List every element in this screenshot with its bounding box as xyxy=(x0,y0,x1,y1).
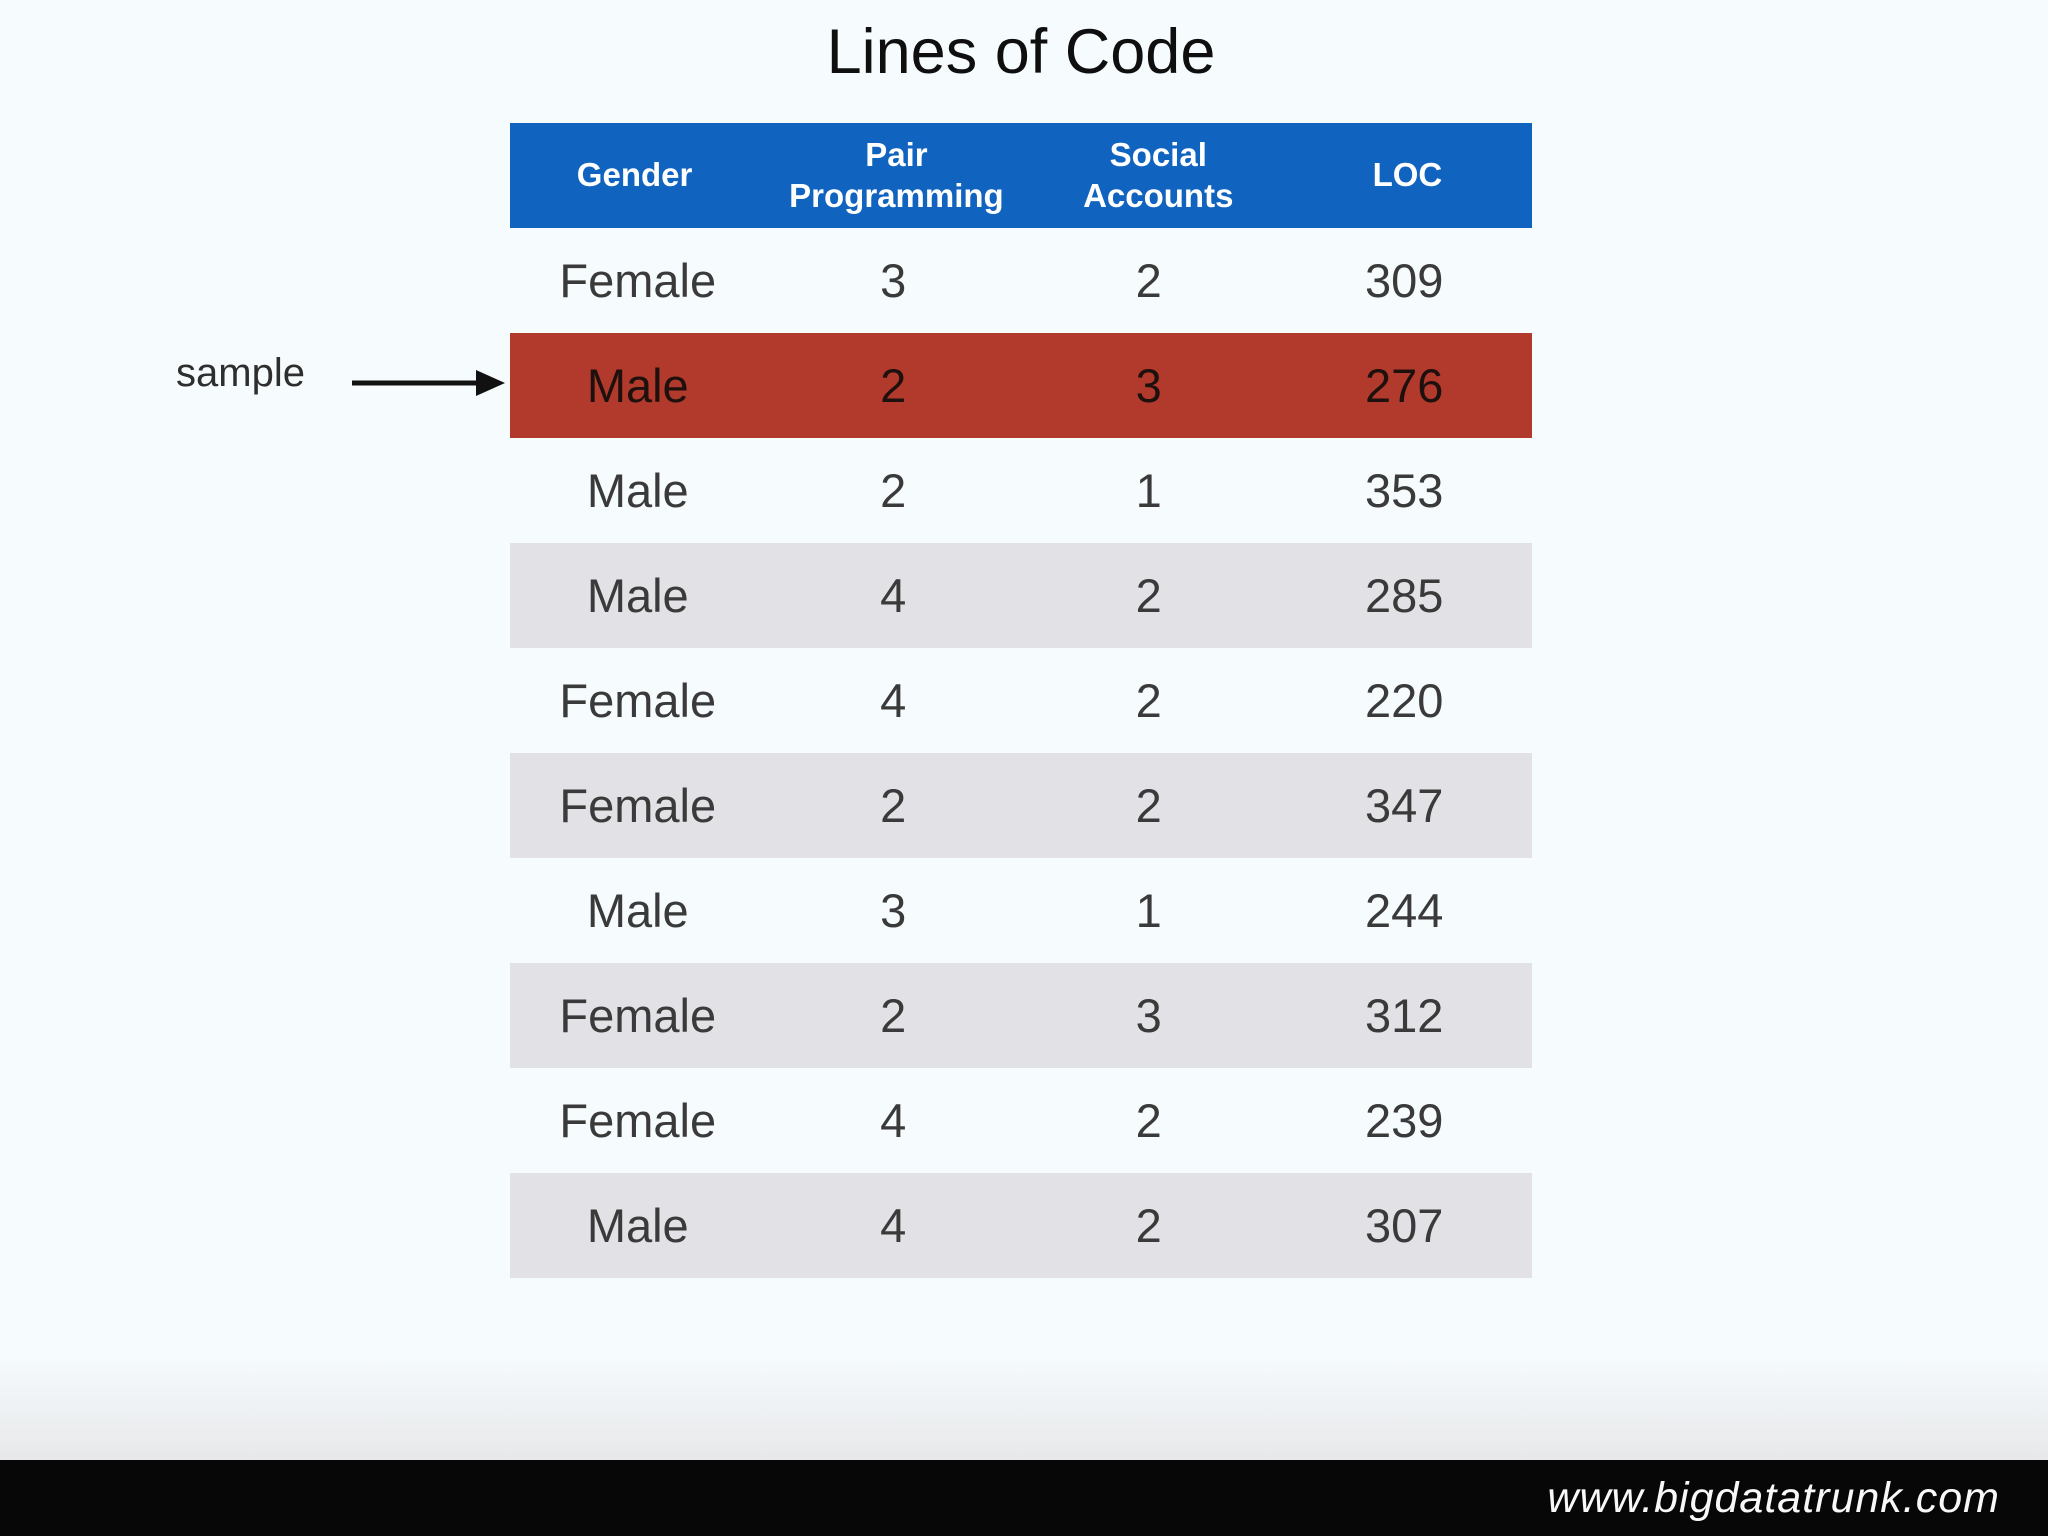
cell-gender: Male xyxy=(586,884,689,937)
cell-social-accounts: 3 xyxy=(1135,989,1162,1042)
cell-pair-programming: 3 xyxy=(880,884,907,937)
cell-social-accounts: 2 xyxy=(1135,779,1162,832)
table-header-row: Gender Pair Programming Social Accounts … xyxy=(510,123,1532,228)
cell-pair-programming: 2 xyxy=(880,779,907,832)
table-row: Female 2 2 347 xyxy=(510,753,1532,858)
cell-gender: Male xyxy=(586,1199,689,1252)
cell-gender: Female xyxy=(559,989,717,1042)
cell-loc: 353 xyxy=(1365,464,1444,517)
header-social-accounts: Social Accounts xyxy=(1083,136,1234,214)
table-row: Male 4 2 285 xyxy=(510,543,1532,648)
watermark-text: www.bigdatatrunk.com xyxy=(1547,1473,2000,1522)
table-row: Male 3 1 244 xyxy=(510,858,1532,963)
cell-gender: Male xyxy=(586,464,689,517)
cell-loc: 244 xyxy=(1365,884,1444,937)
sample-arrow-icon xyxy=(352,370,505,396)
cell-gender: Male xyxy=(586,569,689,622)
cell-loc: 312 xyxy=(1365,989,1444,1042)
cell-gender: Female xyxy=(559,254,717,307)
cell-pair-programming: 2 xyxy=(880,989,907,1042)
cell-pair-programming: 4 xyxy=(880,674,907,727)
sample-annotation-label: sample xyxy=(176,351,305,395)
cell-loc: 276 xyxy=(1365,359,1444,412)
cell-social-accounts: 2 xyxy=(1135,254,1162,307)
header-gender: Gender xyxy=(576,156,693,194)
cell-pair-programming: 4 xyxy=(880,1199,907,1252)
cell-social-accounts: 3 xyxy=(1135,359,1162,412)
cell-pair-programming: 4 xyxy=(880,1094,907,1147)
page-title: Lines of Code xyxy=(826,17,1216,87)
table-row: Female 2 3 312 xyxy=(510,963,1532,1068)
table-row: Male 2 1 353 xyxy=(510,438,1532,543)
cell-social-accounts: 2 xyxy=(1135,674,1162,727)
cell-loc: 239 xyxy=(1365,1094,1444,1147)
table-row-highlighted-sample: Male 2 3 276 xyxy=(510,333,1532,438)
cell-pair-programming: 2 xyxy=(880,464,907,517)
table-body: Female 3 2 309 Male 2 3 276 Male 2 1 353… xyxy=(510,228,1532,1278)
table-row: Female 4 2 239 xyxy=(510,1068,1532,1173)
cell-social-accounts: 1 xyxy=(1135,884,1162,937)
cell-pair-programming: 3 xyxy=(880,254,907,307)
cell-gender: Female xyxy=(559,674,717,727)
cell-social-accounts: 2 xyxy=(1135,1094,1162,1147)
cell-loc: 309 xyxy=(1365,254,1444,307)
header-pair-programming: Pair Programming xyxy=(789,136,1004,214)
table-row: Female 4 2 220 xyxy=(510,648,1532,753)
cell-social-accounts: 2 xyxy=(1135,1199,1162,1252)
footer-gradient xyxy=(0,1352,2048,1460)
cell-gender: Female xyxy=(559,1094,717,1147)
table-row: Female 3 2 309 xyxy=(510,228,1532,333)
cell-loc: 285 xyxy=(1365,569,1444,622)
table-row: Male 4 2 307 xyxy=(510,1173,1532,1278)
cell-loc: 347 xyxy=(1365,779,1444,832)
cell-loc: 307 xyxy=(1365,1199,1444,1252)
cell-gender: Male xyxy=(586,359,689,412)
header-loc: LOC xyxy=(1372,156,1443,194)
cell-social-accounts: 2 xyxy=(1135,569,1162,622)
cell-social-accounts: 1 xyxy=(1135,464,1162,517)
cell-pair-programming: 2 xyxy=(880,359,907,412)
cell-pair-programming: 4 xyxy=(880,569,907,622)
footer-bar: www.bigdatatrunk.com xyxy=(0,1460,2048,1536)
loc-table: Gender Pair Programming Social Accounts … xyxy=(510,123,1532,1278)
cell-gender: Female xyxy=(559,779,717,832)
cell-loc: 220 xyxy=(1365,674,1444,727)
